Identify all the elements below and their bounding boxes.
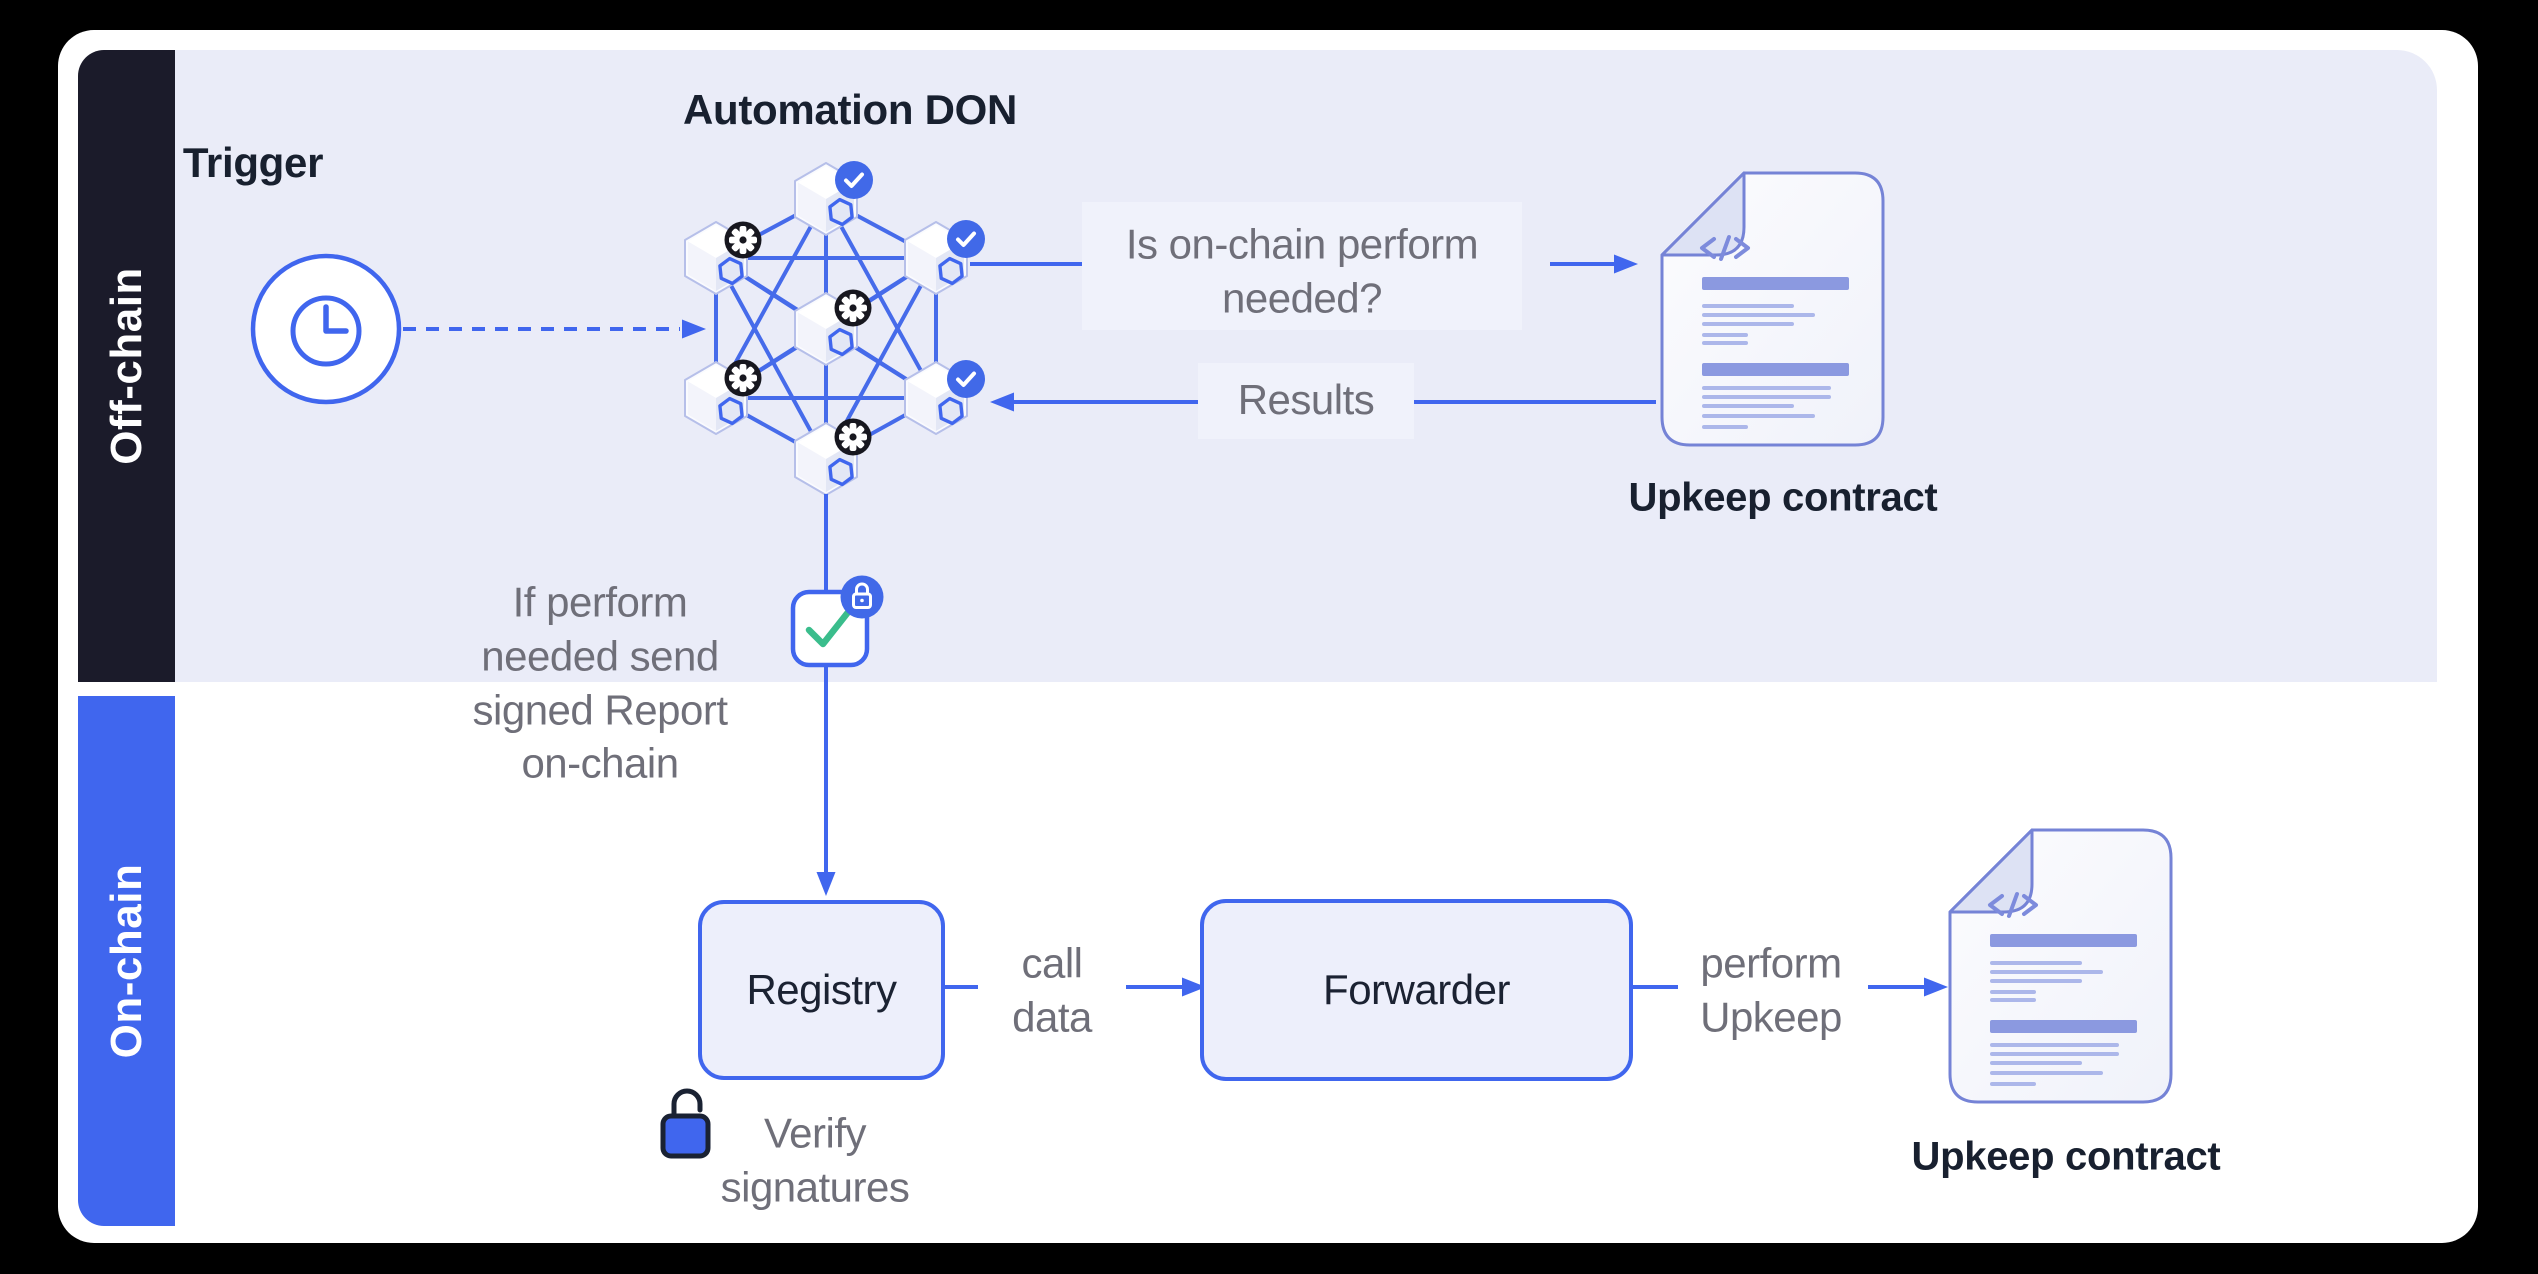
upkeep-contract-label-onchain: Upkeep contract <box>1911 1134 2221 1179</box>
registry-label: Registry <box>746 966 897 1013</box>
offchain-sidebar: Off-chain <box>78 50 175 682</box>
trigger-label: Trigger <box>182 139 324 186</box>
registry-box: Registry <box>698 900 945 1080</box>
question-backplate <box>1082 202 1522 330</box>
onchain-sidebar: On-chain <box>78 696 175 1226</box>
verify-signatures-label: Verify signatures <box>720 1109 910 1210</box>
question-text: Is on-chain perform needed? <box>1125 220 1479 321</box>
onchain-label: On-chain <box>101 863 151 1059</box>
report-note: If perform needed send signed Report on-… <box>472 578 729 787</box>
upkeep-contract-label-offchain: Upkeep contract <box>1628 475 1938 520</box>
forwarder-label: Forwarder <box>1323 966 1510 1013</box>
perform-upkeep-label: perform Upkeep <box>1700 939 1842 1040</box>
don-title: Automation DON <box>682 86 1018 133</box>
results-backplate <box>1198 363 1414 439</box>
offchain-label: Off-chain <box>101 267 151 465</box>
forwarder-box: Forwarder <box>1200 899 1633 1081</box>
call-data-label: call data <box>1012 939 1092 1040</box>
results-label: Results <box>1237 376 1375 424</box>
